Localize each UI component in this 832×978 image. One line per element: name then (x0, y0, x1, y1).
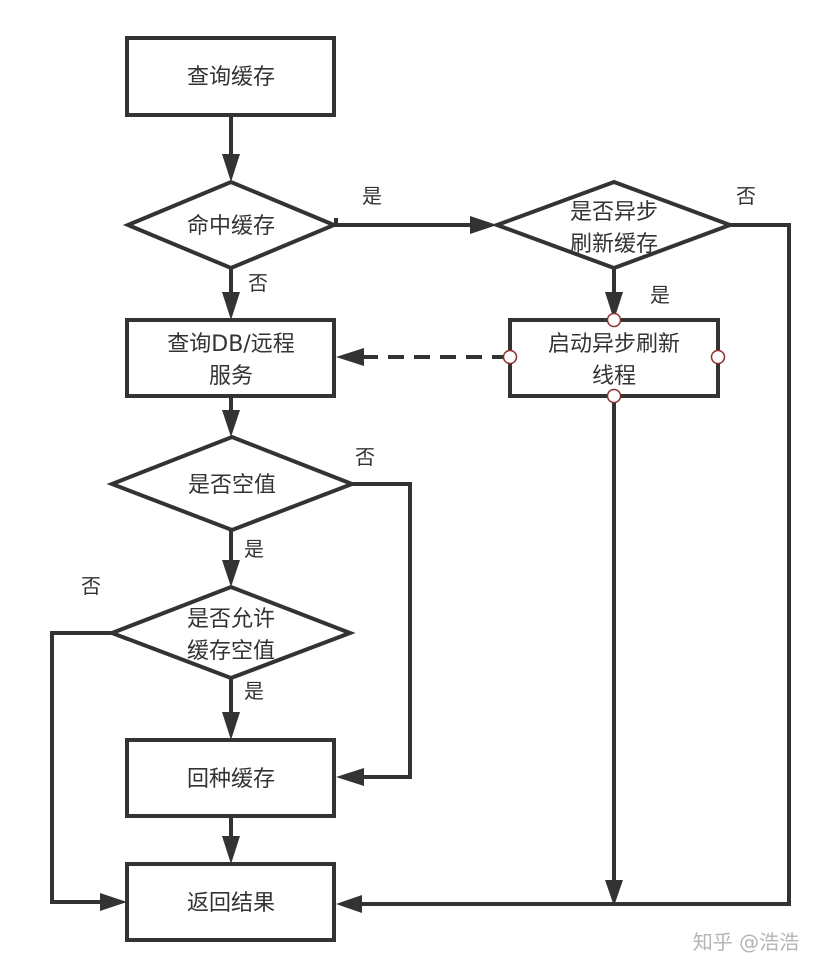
edge-allow-no (50, 631, 112, 904)
arrowhead (100, 893, 127, 911)
arrowhead (222, 712, 240, 740)
node-allow-cache-null[interactable]: 是否允许 缓存空值 (106, 584, 356, 681)
arrowhead (336, 768, 364, 786)
node-label: 命中缓存 (187, 214, 275, 239)
node-label-line-1: 启动异步刷新 (548, 332, 680, 357)
node-label-line-1: 是否允许 (187, 607, 275, 632)
node-query-db[interactable]: 查询DB/远程 服务 (125, 318, 336, 398)
watermark: 知乎 @浩浩 (693, 930, 799, 954)
arrowhead (222, 560, 240, 587)
decision-diamond (491, 179, 736, 271)
node-backfill-cache[interactable]: 回种缓存 (125, 738, 336, 818)
decision-diamond (106, 434, 358, 533)
arrowhead (336, 895, 362, 913)
arrowhead (470, 216, 497, 234)
arrowhead (605, 880, 623, 906)
node-label-line-2: 缓存空值 (187, 639, 275, 664)
edge-async-no (360, 223, 791, 906)
node-start-async-thread[interactable]: 启动异步刷新 线程 (502, 312, 726, 404)
node-label: 回种缓存 (187, 767, 275, 792)
connection-port-bottom[interactable] (606, 388, 622, 404)
node-return-result[interactable]: 返回结果 (125, 862, 336, 942)
edge-label-async-no: 否 (736, 184, 756, 208)
process-box (125, 738, 336, 818)
decision-diamond (106, 584, 356, 681)
connection-port-right[interactable] (710, 349, 726, 365)
edge-label-null-yes: 是 (244, 537, 264, 561)
node-label-line-1: 是否异步 (570, 200, 658, 225)
edge-label-allow-no: 否 (81, 574, 101, 598)
edges (50, 115, 791, 913)
arrowhead (222, 154, 240, 182)
process-box (125, 862, 336, 942)
decision-diamond (122, 179, 340, 271)
node-label-line-2: 线程 (592, 364, 636, 389)
node-async-refresh-check[interactable]: 是否异步 刷新缓存 (491, 179, 736, 271)
node-label: 返回结果 (187, 891, 275, 916)
edge-label-hit-no: 否 (248, 271, 268, 295)
edge-labels: 是 否 是 否 否 是 否 是 (81, 184, 756, 703)
arrowhead (222, 836, 240, 864)
node-label: 是否空值 (188, 473, 276, 498)
node-cache-hit[interactable]: 命中缓存 (122, 179, 340, 271)
node-label-line-1: 查询DB/远程 (167, 332, 294, 357)
node-label: 查询缓存 (187, 65, 275, 90)
process-box (125, 318, 336, 398)
node-query-cache[interactable]: 查询缓存 (125, 36, 336, 117)
arrowhead (222, 410, 240, 437)
edge-label-allow-yes: 是 (244, 679, 264, 703)
edge-label-async-yes: 是 (650, 283, 670, 307)
edge-is-null-no (352, 482, 412, 779)
node-label-line-2: 服务 (209, 364, 253, 389)
node-label-line-2: 刷新缓存 (570, 232, 658, 257)
arrowhead (222, 292, 240, 320)
arrowhead (336, 348, 364, 366)
connection-port-top[interactable] (606, 312, 622, 328)
connection-port-left[interactable] (502, 349, 518, 365)
arrowhead (605, 292, 623, 320)
edge-label-null-no: 否 (355, 445, 375, 469)
process-box (125, 36, 336, 117)
node-is-null[interactable]: 是否空值 (106, 434, 358, 533)
edge-label-hit-yes: 是 (362, 184, 382, 208)
